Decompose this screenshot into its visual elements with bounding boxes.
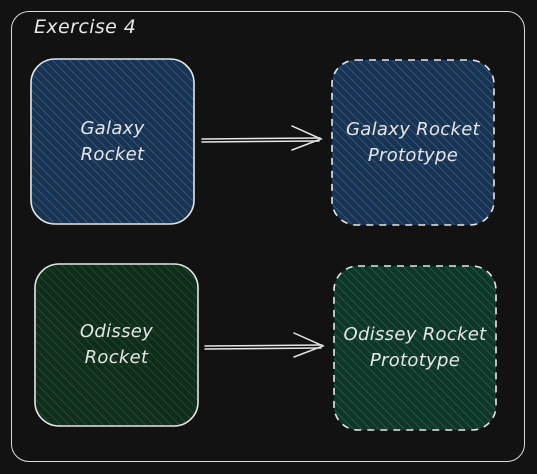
diagram-frame <box>11 11 525 462</box>
arrow-odissey <box>204 332 325 358</box>
odissey-rocket-box[interactable] <box>34 263 199 427</box>
odissey-rocket-label: Odissey Rocket <box>79 321 154 368</box>
odissey-prototype-label: Odissey Rocket Prototype <box>343 324 487 371</box>
arrow-galaxy <box>201 125 323 151</box>
galaxy-prototype-box[interactable] <box>331 59 495 226</box>
galaxy-rocket-box[interactable] <box>30 58 195 225</box>
galaxy-prototype-label: Galaxy Rocket Prototype <box>346 118 480 166</box>
frame-title: Exercise 4 <box>34 16 137 38</box>
odissey-prototype-box[interactable] <box>333 265 497 431</box>
galaxy-rocket-label: Galaxy Rocket <box>80 117 145 165</box>
